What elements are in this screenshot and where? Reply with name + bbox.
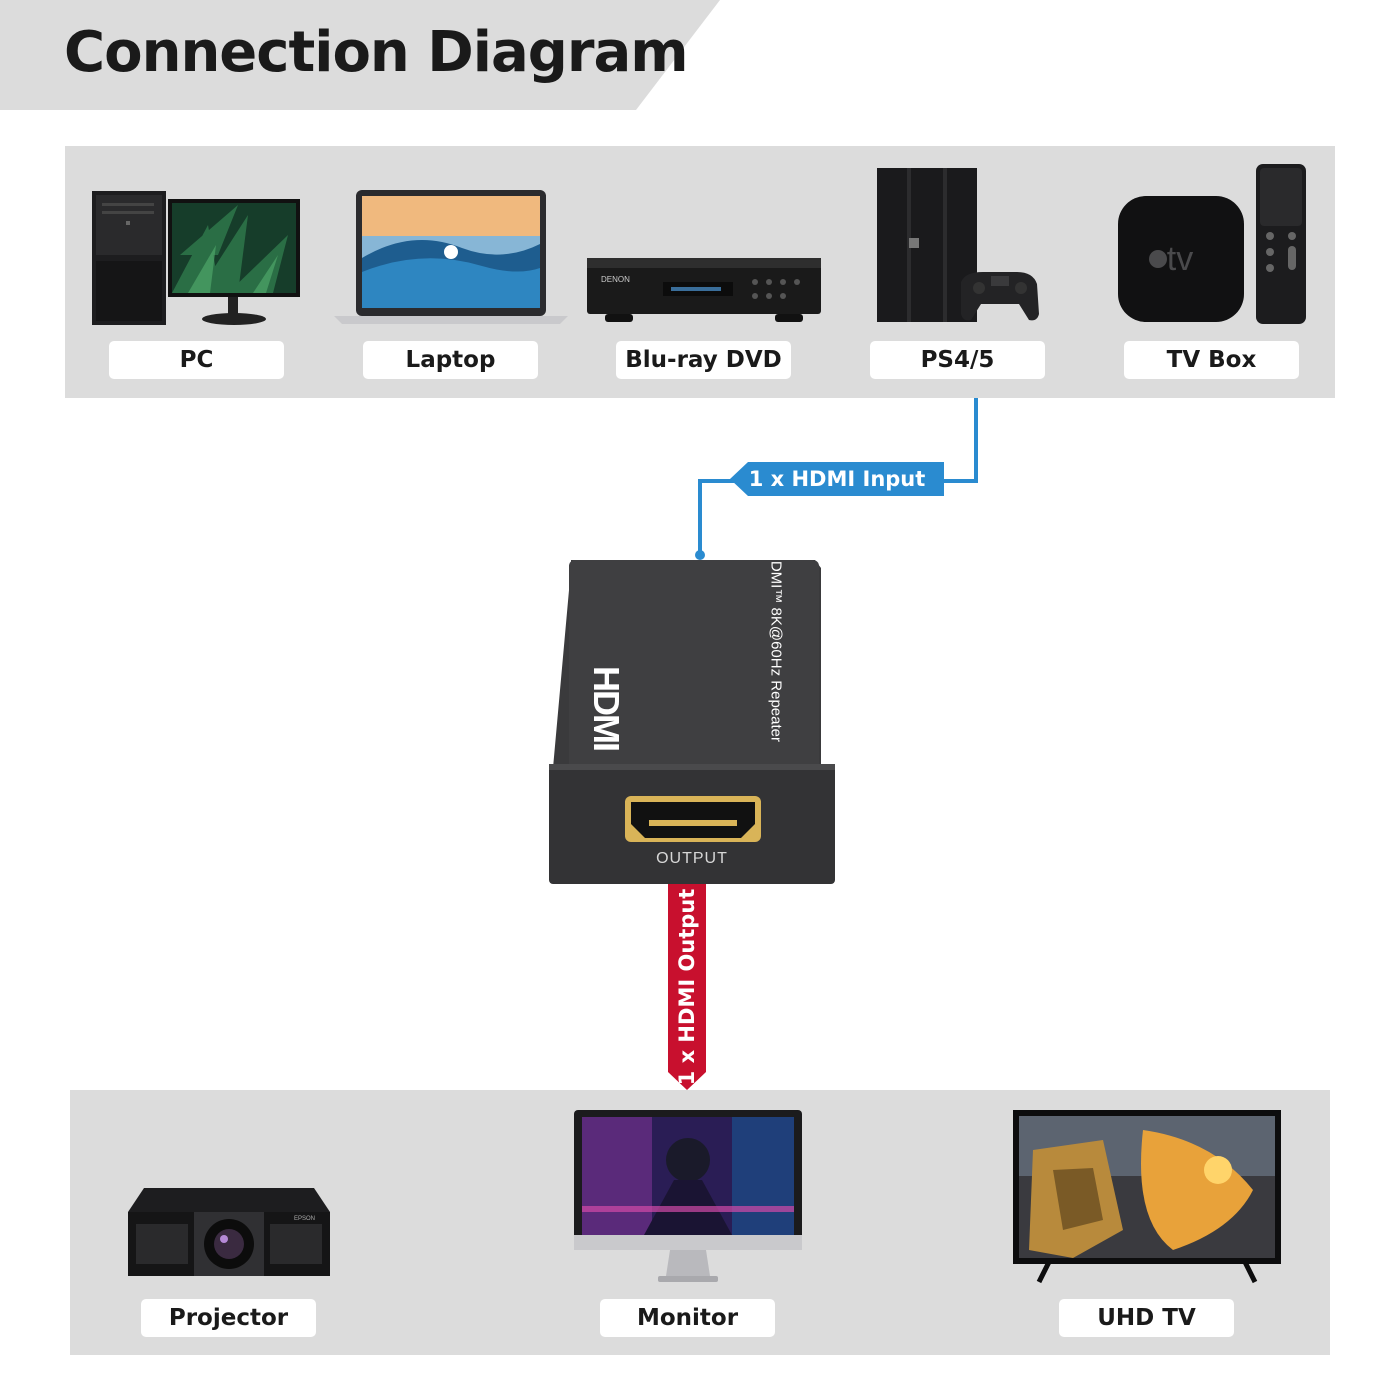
display-label-monitor: Monitor [600,1299,775,1337]
projector-brand-text: EPSON [294,1216,315,1222]
projector-icon: EPSON [124,1184,334,1284]
hdmi-output-label: 1 x HDMI Output [675,888,699,1086]
output-flag-shape [668,880,706,1090]
source-label-pc: PC [109,341,284,379]
repeater-brand-label: HDMI [586,666,627,750]
pc-icon [88,185,308,333]
repeater-port-label: OUTPUT [656,850,728,867]
tv-box-icon: tv [1112,160,1312,328]
tv-box-logo-text: tv [1167,240,1193,278]
game-console-icon [873,164,1041,326]
input-wire-endpoint [695,550,705,560]
monitor-icon [574,1110,802,1286]
source-label-laptop: Laptop [363,341,538,379]
bluray-brand-text: DENON [601,275,630,284]
hdmi-repeater-icon [545,558,840,892]
input-flag-shape [730,462,944,496]
repeater-model-label: HDMI™ 8K@60Hz Repeater [767,550,785,742]
bluray-player-icon: DENON [585,252,823,324]
title-band: Connection Diagram [0,0,720,110]
display-label-projector: Projector [141,1299,316,1337]
uhd-tv-icon [1013,1110,1281,1286]
title-band-shape [0,0,720,110]
source-label-ps: PS4/5 [870,341,1045,379]
source-label-tvbox: TV Box [1124,341,1299,379]
source-label-bluray: Blu-ray DVD [616,341,791,379]
page-title: Connection Diagram [64,20,689,85]
hdmi-input-label: 1 x HDMI Input [748,467,926,491]
display-label-uhd-tv: UHD TV [1059,1299,1234,1337]
laptop-icon [332,188,568,328]
